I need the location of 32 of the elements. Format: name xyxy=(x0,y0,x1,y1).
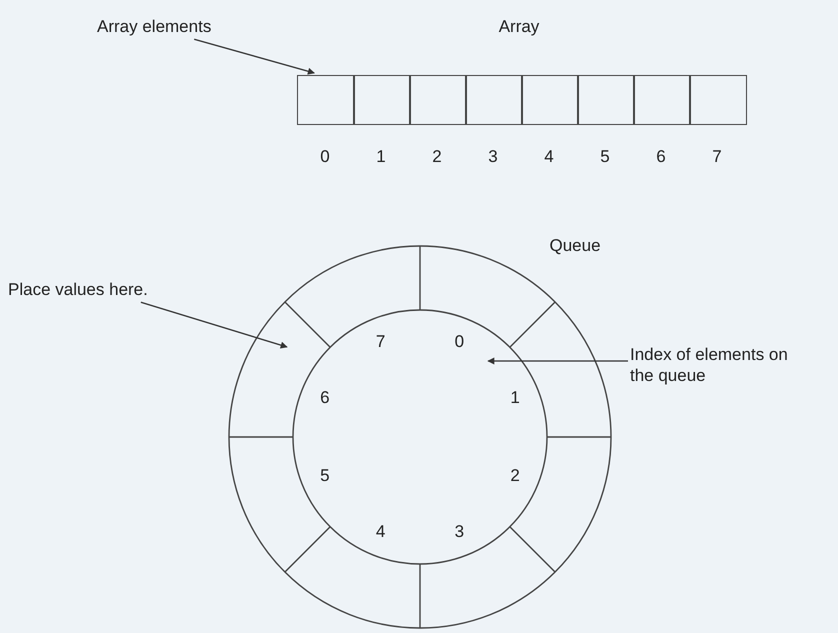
array-cell xyxy=(353,75,410,125)
index-number: 6 xyxy=(320,387,330,408)
leader-arrow xyxy=(194,38,315,75)
index-number: 3 xyxy=(454,522,464,542)
array-cell xyxy=(297,75,354,125)
callout-text: Place values here. xyxy=(8,279,148,300)
array-cell xyxy=(633,75,690,125)
index-number: 5 xyxy=(320,466,330,487)
array-title: Array xyxy=(498,16,540,38)
index-number: 4 xyxy=(544,146,554,168)
queue-title: Queue xyxy=(549,236,601,256)
index-number: 4 xyxy=(376,522,386,542)
index-number: 3 xyxy=(488,146,498,168)
index-number: 7 xyxy=(712,146,722,168)
leader-arrow xyxy=(140,302,288,348)
array-cell xyxy=(465,75,522,125)
index-number: 1 xyxy=(376,146,386,168)
index-number: 1 xyxy=(510,387,520,408)
callout-text: Index of elements on the queue xyxy=(630,344,795,386)
callout-text: Array elements xyxy=(97,16,212,38)
index-number: 5 xyxy=(600,146,610,168)
index-number: 6 xyxy=(656,146,666,168)
array-cell xyxy=(689,75,746,125)
array-cell xyxy=(409,75,466,125)
array-cell xyxy=(577,75,634,125)
index-number: 7 xyxy=(376,332,386,352)
index-number: 2 xyxy=(432,146,442,168)
leader-arrow xyxy=(487,358,628,364)
array-cell xyxy=(521,75,578,125)
index-number: 2 xyxy=(510,466,520,487)
index-number: 0 xyxy=(454,332,464,352)
index-number: 0 xyxy=(320,146,330,168)
